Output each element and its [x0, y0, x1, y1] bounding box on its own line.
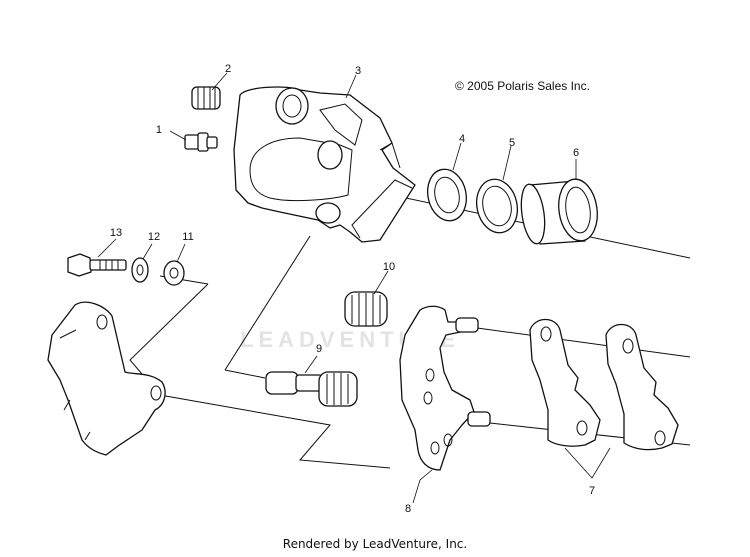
callout-5: 5 [509, 137, 515, 149]
part-11-washer [163, 260, 185, 286]
part-8-pad-bracket [399, 305, 491, 471]
part-10-spring [344, 291, 388, 327]
part-6-piston [520, 178, 598, 245]
part-7-brake-pads [529, 318, 679, 451]
callout-7: 7 [589, 485, 595, 497]
mounting-bracket [47, 301, 166, 456]
callout-3: 3 [355, 65, 361, 77]
part-9-guide-pin [265, 371, 358, 407]
part-4-seal [426, 168, 468, 222]
callout-13: 13 [110, 227, 122, 239]
callout-10: 10 [383, 261, 395, 273]
callout-6: 6 [573, 147, 579, 159]
part-3-caliper-body [233, 86, 416, 243]
part-12-lock-washer [131, 257, 149, 283]
part-1-fitting [184, 132, 218, 152]
callout-9: 9 [316, 343, 322, 355]
callout-4: 4 [459, 133, 465, 145]
callout-8: 8 [405, 503, 411, 515]
callout-11: 11 [182, 231, 193, 243]
callout-12: 12 [148, 231, 160, 243]
callout-2: 2 [225, 63, 231, 75]
part-5-seal [475, 178, 519, 234]
copyright-notice: © 2005 Polaris Sales Inc. [455, 79, 590, 93]
part-2-bleeder-screw [191, 86, 221, 110]
callout-1: 1 [156, 124, 162, 136]
part-13-bolt [67, 253, 127, 277]
callout-leader-lines [97, 72, 611, 504]
assembly-center-lines [129, 181, 691, 469]
rendered-by-footer: Rendered by LeadVenture, Inc. [282, 537, 468, 551]
